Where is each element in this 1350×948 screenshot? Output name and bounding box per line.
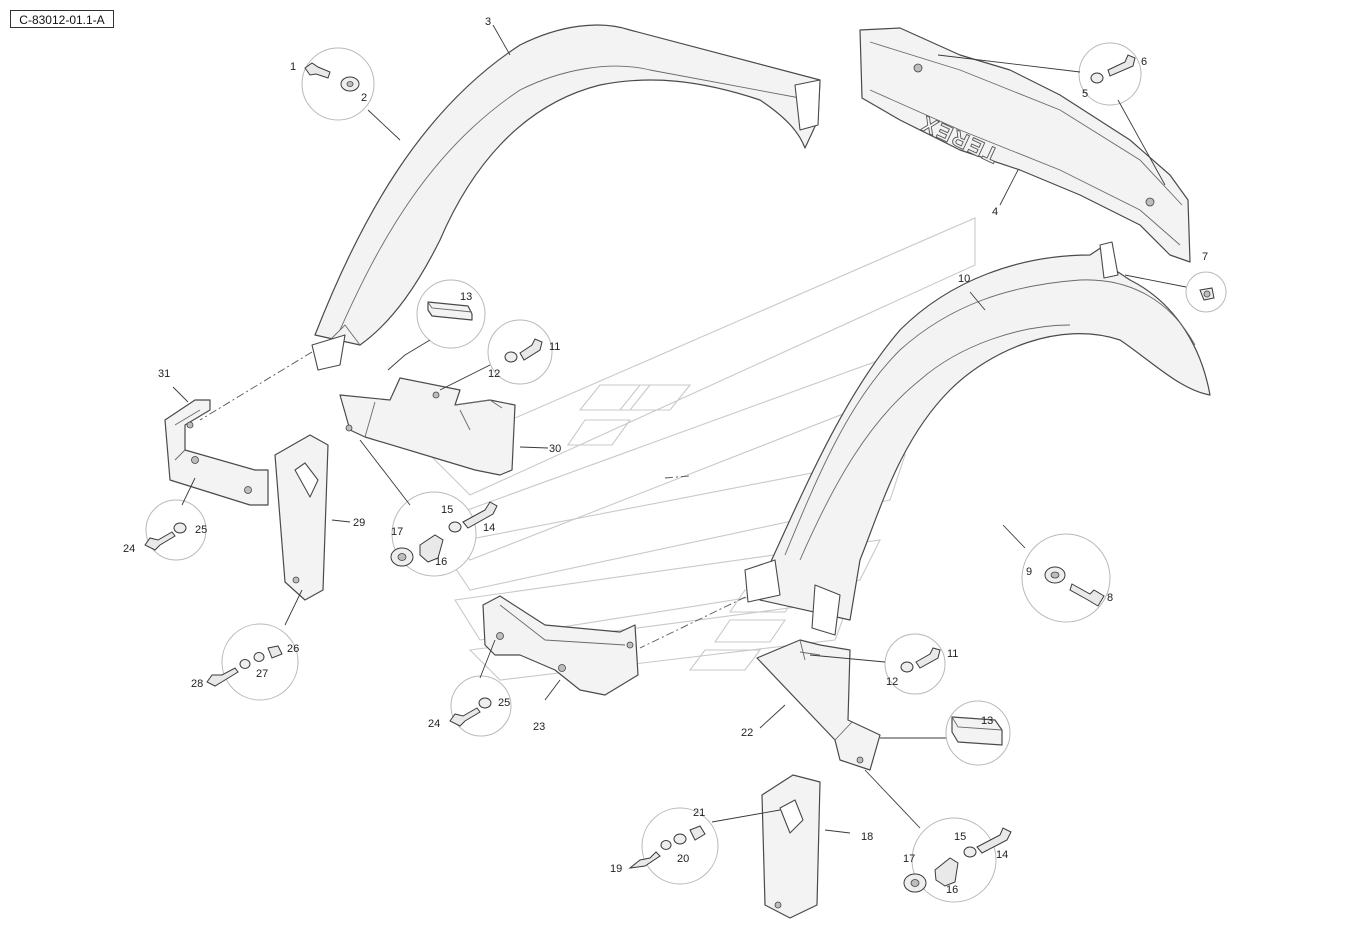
callout-18: 18 [861,831,873,843]
callout-25-lower: 25 [498,697,510,709]
callout-30: 30 [549,443,561,455]
fastener-group-24-25-upper [144,499,207,561]
callout-2: 2 [361,92,367,104]
callout-12-lower: 12 [886,676,898,688]
callout-24: 24 [123,543,135,555]
callout-29: 29 [353,517,365,529]
callout-16-lower: 16 [946,884,958,896]
callout-14-lower: 14 [996,849,1008,861]
callout-13: 13 [460,291,472,303]
callout-11-lower: 11 [947,648,958,660]
callout-21: 21 [693,807,705,819]
callout-6: 6 [1141,56,1147,68]
fastener-group-14-17-upper [390,491,498,577]
fastener-group-8-9 [1021,533,1111,623]
leader-lines [172,24,1187,834]
fastener-group-1-2 [301,47,375,121]
part-13-pad-lower [945,700,1011,766]
callout-7: 7 [1202,251,1208,263]
callout-15: 15 [441,504,453,516]
callout-4: 4 [992,206,998,218]
callout-1: 1 [290,61,296,73]
part-13-pad-upper [416,279,486,349]
callout-26: 26 [287,643,299,655]
callout-12: 12 [488,368,500,380]
fastener-group-19-20-21 [628,807,719,885]
part-3-left-fender [311,24,821,371]
fastener-group-26-27-28 [206,623,299,701]
part-10-right-fender [744,241,1211,636]
part-31-left-bracket [164,399,269,506]
callout-19: 19 [610,863,622,875]
callout-8: 8 [1107,592,1113,604]
drawing-id-label: C-83012-01.1-A [10,10,114,28]
callout-31: 31 [158,368,170,380]
callout-13-lower: 13 [981,715,993,727]
callout-24-lower: 24 [428,718,440,730]
fastener-group-24-25-lower [449,675,512,737]
callout-11: 11 [549,341,560,353]
callouts: 1 2 3 4 5 6 7 8 9 10 11 12 13 14 15 16 1… [123,16,1208,896]
callout-22: 22 [741,727,753,739]
callout-25: 25 [195,524,207,536]
callout-15-lower: 15 [954,831,966,843]
fastener-group-11-12-upper [487,319,553,385]
part-23-right-bracket [482,595,639,696]
callout-5: 5 [1082,88,1088,100]
callout-20: 20 [677,853,689,865]
fastener-group-7 [1185,271,1227,313]
part-18-right-mud-flap [761,774,821,919]
callout-28: 28 [191,678,203,690]
callout-17-lower: 17 [903,853,915,865]
part-29-left-mud-flap [274,434,329,601]
callout-27: 27 [256,668,268,680]
alignment-lines [199,351,761,649]
callout-17: 17 [391,526,403,538]
fastener-group-14-17-lower [903,817,1012,903]
callout-23: 23 [533,721,545,733]
callout-14: 14 [483,522,495,534]
fastener-group-5-6 [1078,42,1142,106]
callout-9: 9 [1026,566,1032,578]
part-22-right-inner-bracket [756,639,881,771]
callout-10: 10 [958,273,970,285]
callout-3: 3 [485,16,491,28]
part-30-left-inner-bracket [339,377,516,476]
callout-16: 16 [435,556,447,568]
fastener-group-11-12-lower [884,633,946,695]
